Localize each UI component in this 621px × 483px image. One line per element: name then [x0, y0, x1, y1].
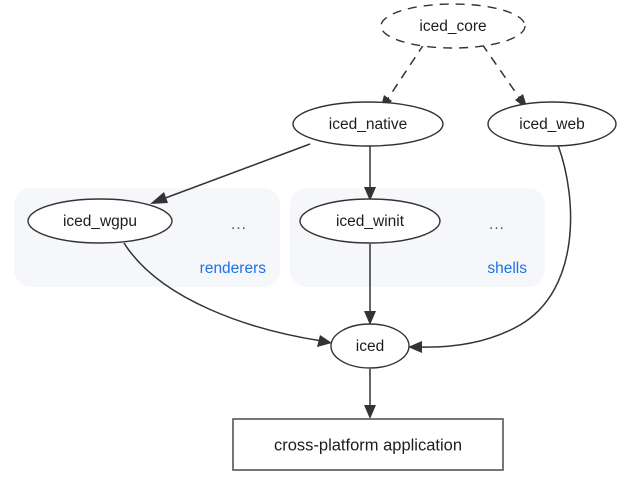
node-application-shape[interactable] — [232, 418, 504, 471]
edge-iced-to-application — [364, 369, 376, 419]
node-iced-native-label: iced_native — [329, 116, 407, 133]
node-iced-native[interactable]: iced_native — [292, 101, 444, 147]
node-iced-wgpu[interactable]: iced_wgpu — [27, 198, 173, 244]
node-iced-winit-label: iced_winit — [336, 213, 405, 230]
arrow-head-icon — [364, 405, 376, 419]
edge-iced-web-to-iced — [408, 144, 572, 353]
node-iced-core-label: iced_core — [419, 18, 486, 35]
arrow-head-icon — [364, 187, 376, 201]
node-iced-winit-shape[interactable] — [299, 198, 441, 244]
cluster-shells-ellipsis: ... — [489, 216, 505, 233]
cluster-shells-label: shells — [487, 260, 527, 277]
node-iced-native-shape[interactable] — [292, 101, 444, 147]
edge-iced-wgpu-to-iced — [123, 242, 332, 347]
arrow-head-icon — [408, 341, 422, 353]
edge-line — [159, 143, 311, 201]
node-cross-platform-application[interactable]: cross-platform application — [232, 418, 504, 471]
node-iced-wgpu-shape[interactable] — [27, 198, 173, 244]
node-iced-web-shape[interactable] — [487, 101, 617, 147]
edge-iced-core-to-iced-web — [481, 43, 528, 110]
node-iced-label: iced — [356, 338, 384, 355]
edge-iced-core-to-iced-native — [380, 43, 425, 110]
edge-line — [417, 144, 572, 348]
node-iced-web-label: iced_web — [519, 116, 585, 133]
edge-iced-native-to-iced-winit — [364, 146, 376, 201]
cluster-renderers-label: renderers — [200, 260, 267, 277]
node-iced-web[interactable]: iced_web — [487, 101, 617, 147]
arrow-head-icon — [317, 335, 332, 347]
node-iced-shape[interactable] — [330, 323, 410, 369]
edge-line — [481, 43, 524, 104]
arrow-head-icon — [150, 192, 168, 204]
edge-line — [384, 43, 425, 104]
edge-iced-native-to-iced-wgpu — [150, 143, 311, 204]
node-application-label: cross-platform application — [274, 436, 462, 454]
edge-iced-winit-to-iced — [364, 244, 376, 325]
node-iced[interactable]: iced — [330, 323, 410, 369]
cluster-renderers-ellipsis: ... — [231, 216, 247, 233]
arrow-head-icon — [364, 311, 376, 325]
node-iced-winit[interactable]: iced_winit — [299, 198, 441, 244]
node-iced-wgpu-label: iced_wgpu — [63, 213, 137, 230]
node-iced-core[interactable]: iced_core — [380, 3, 526, 49]
edge-line — [123, 242, 323, 342]
node-iced-core-shape[interactable] — [380, 3, 526, 49]
